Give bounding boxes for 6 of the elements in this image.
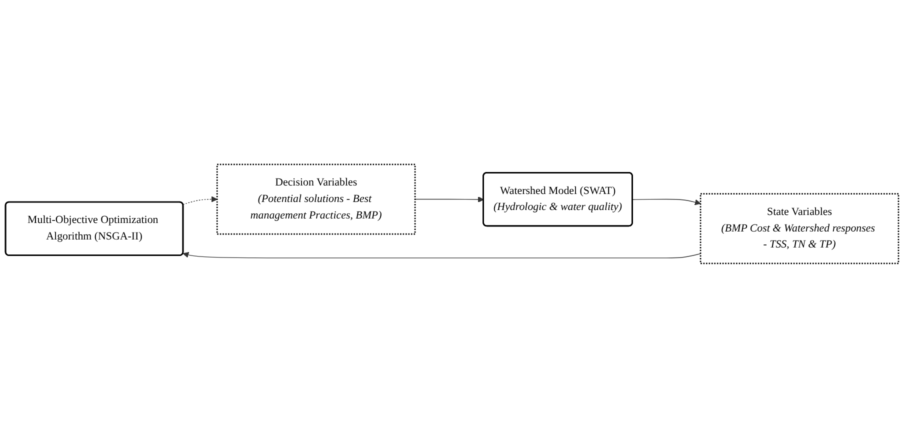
arrow — [414, 196, 484, 203]
node-box: Decision Variables (Potential solutions - Best management Practices, BMP) — [216, 164, 416, 235]
node-box: State Variables (BMP Cost & Watershed responses - TSS, TN & TP) — [700, 193, 900, 264]
arrow — [632, 198, 701, 206]
arrow — [182, 252, 701, 258]
arrow — [182, 196, 218, 205]
